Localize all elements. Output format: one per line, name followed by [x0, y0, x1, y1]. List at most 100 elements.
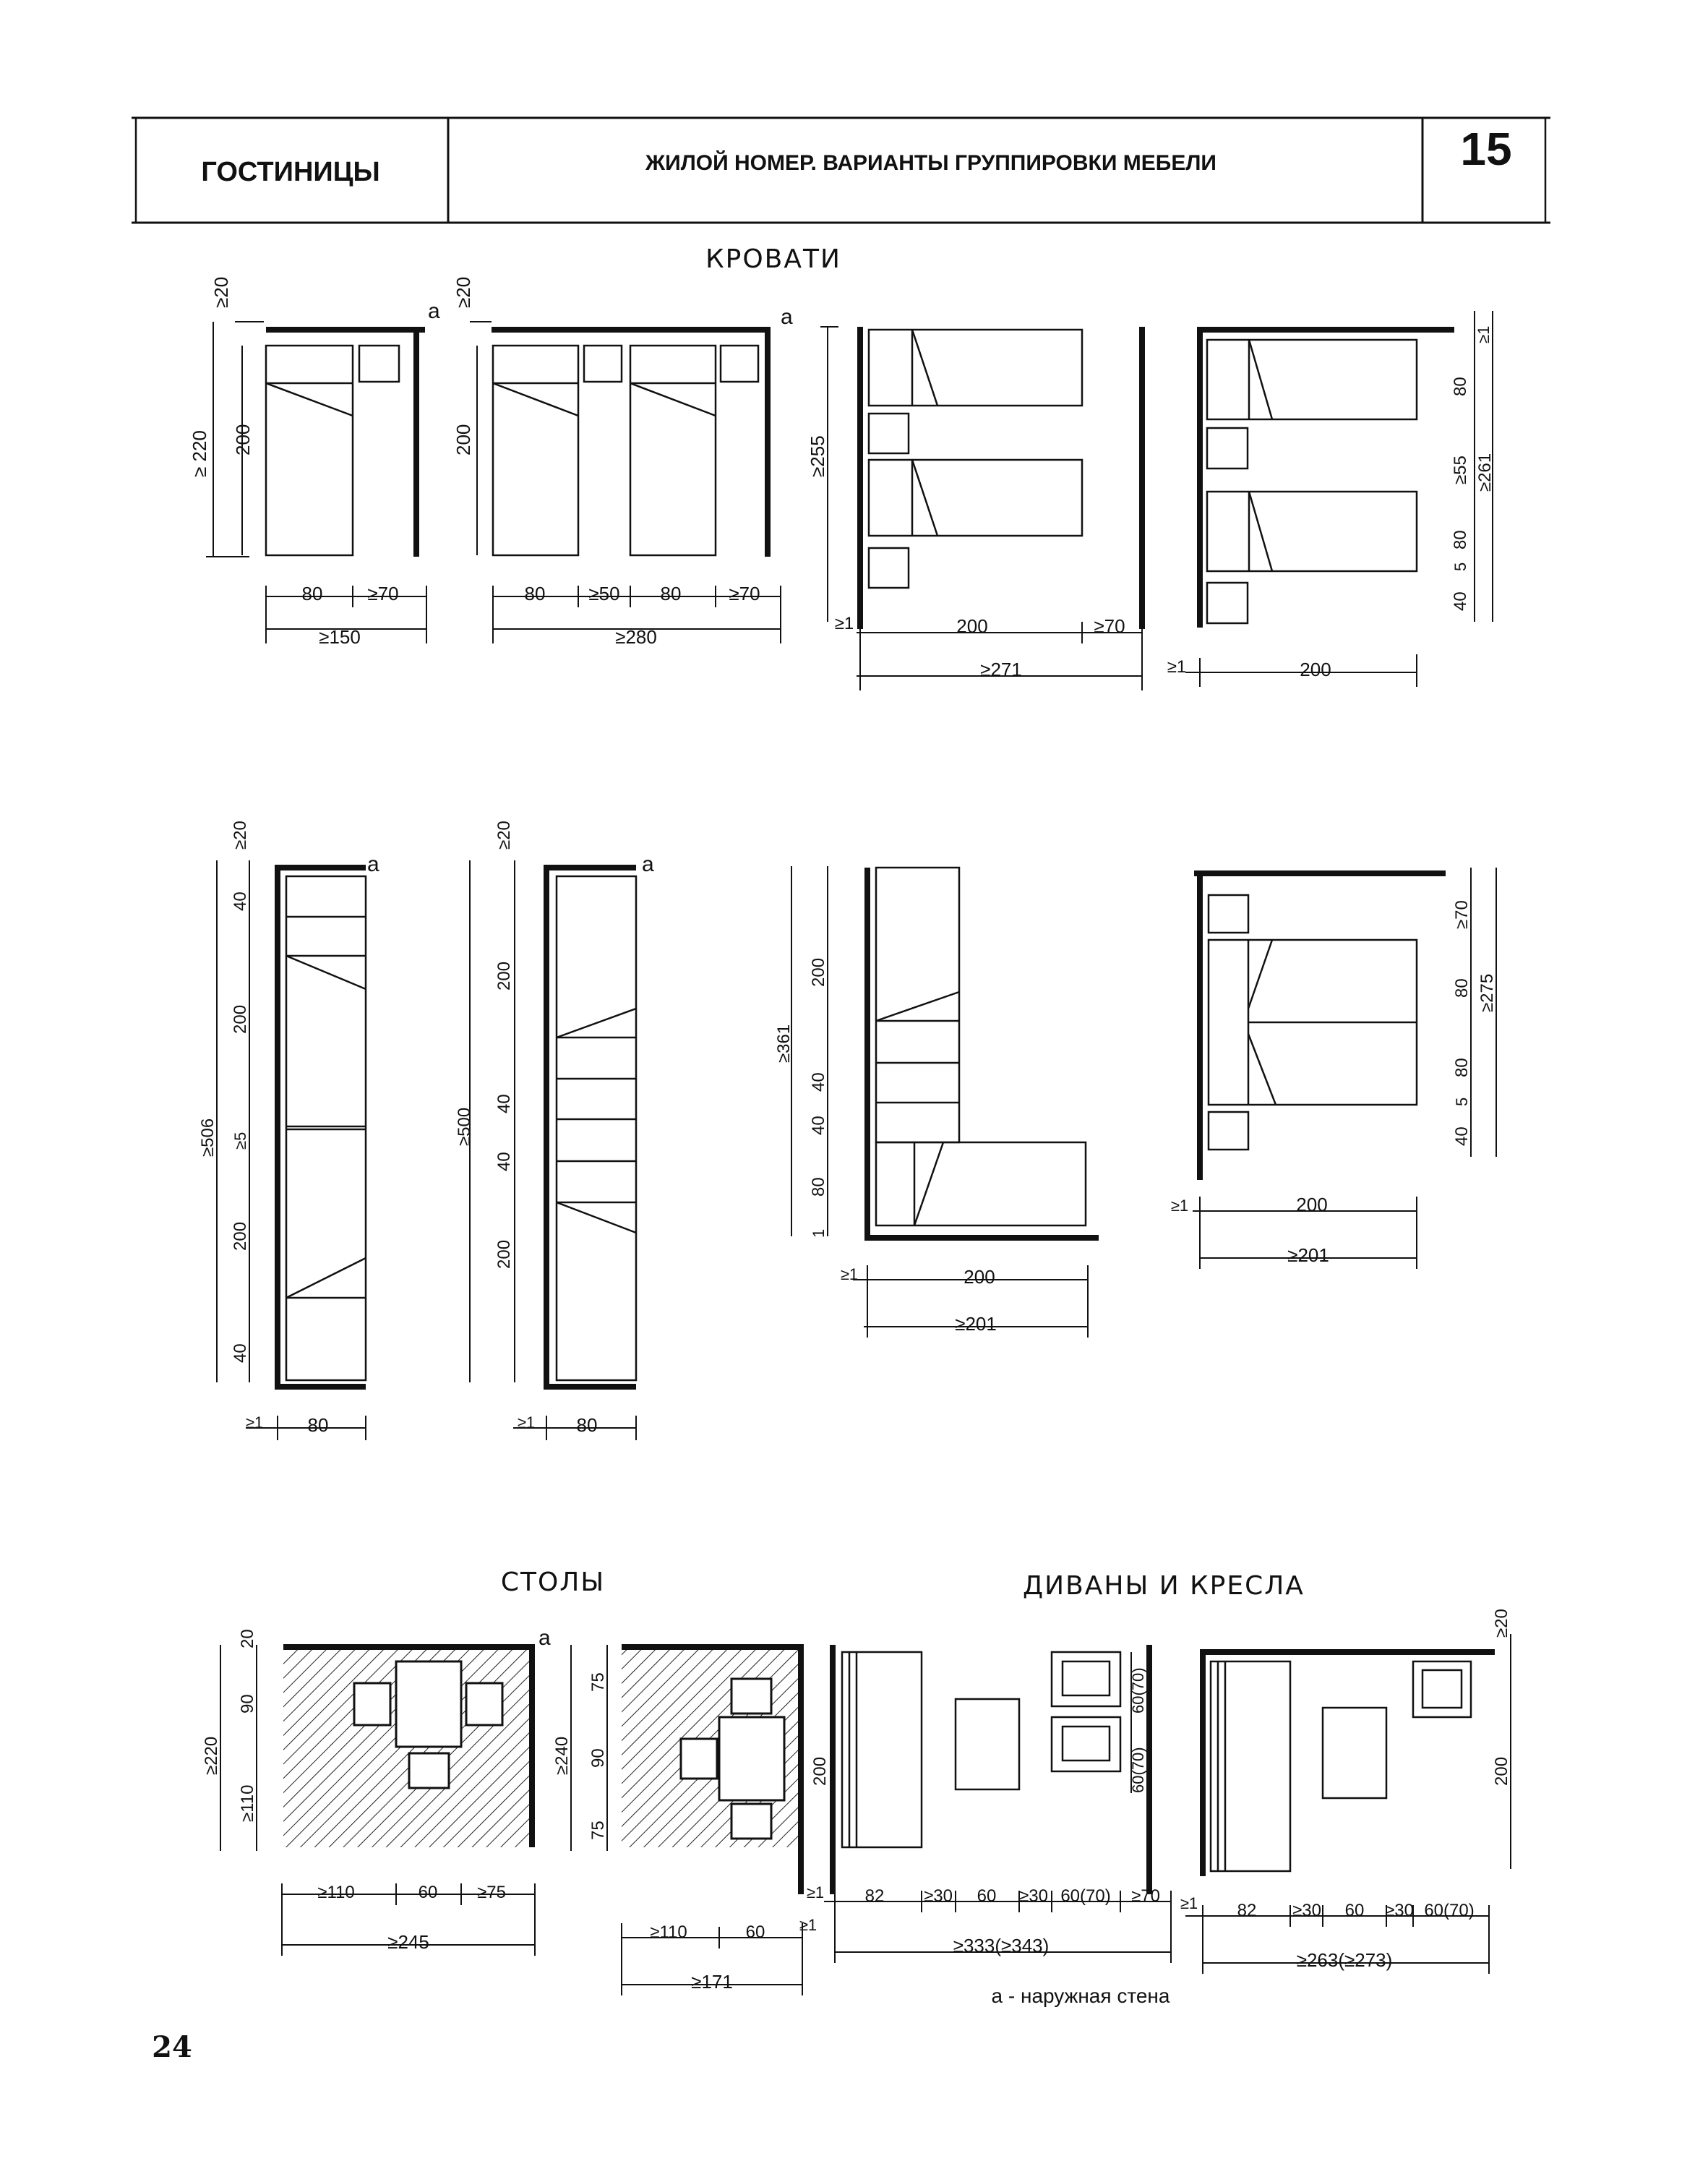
- dim-label: 80: [809, 1177, 828, 1197]
- dim-label: ≥20: [1492, 1609, 1511, 1638]
- dim-label: ≥150: [319, 626, 361, 648]
- dim-label: ≥55: [1451, 455, 1470, 484]
- dim-label: 40: [494, 1152, 514, 1171]
- section-title-beds: КРОВАТИ: [705, 244, 841, 274]
- dim-label: 60(70): [1129, 1667, 1147, 1714]
- dim-label: ≥255: [807, 435, 828, 477]
- section-title-tables: СТОЛЫ: [501, 1567, 605, 1597]
- dim-label: ≥280: [615, 626, 657, 648]
- dim-label: 200: [1492, 1757, 1511, 1786]
- dim-label: 80: [577, 1414, 598, 1436]
- wall-mark: а: [538, 1626, 551, 1650]
- dim-label: 5: [1451, 562, 1469, 571]
- bed-layout-two-beds: ≥20 200 80 ≥50 80 ≥70 ≥280 а: [452, 277, 793, 648]
- dim-label: ≥1: [799, 1916, 817, 1934]
- dim-label: ≥50: [588, 583, 619, 604]
- dim-label: 200: [232, 424, 254, 455]
- dim-label: ≥70: [1094, 615, 1125, 637]
- bed-layout-double: ≥70 80 ≥275 80 5 40 ≥1 200 ≥201: [1171, 868, 1497, 1269]
- wall-mark: а: [367, 852, 379, 876]
- dim-label: ≥263(≥273): [1297, 1949, 1393, 1971]
- dim-label: 90: [588, 1748, 608, 1768]
- dim-label: 80: [1451, 377, 1470, 396]
- dim-label: 80: [1452, 978, 1472, 998]
- dim-label: ≥261: [1475, 453, 1495, 492]
- dim-label: ≥1: [807, 1883, 824, 1901]
- dim-label: 60: [419, 1883, 438, 1902]
- dim-label: ≥1: [518, 1413, 535, 1432]
- dim-label: ≥20: [452, 277, 474, 308]
- header-section: ГОСТИНИЦЫ: [201, 157, 379, 187]
- dim-label: ≥1: [841, 1265, 858, 1283]
- dim-label: 200: [809, 958, 828, 987]
- dim-label: 40: [809, 1116, 828, 1135]
- header-title: ЖИЛОЙ НОМЕР. ВАРИАНТЫ ГРУППИРОВКИ МЕБЕЛИ: [645, 150, 1216, 175]
- dim-label: 40: [809, 1072, 828, 1092]
- dim-label: ≥20: [210, 277, 232, 308]
- dim-label: ≥275: [1477, 974, 1497, 1012]
- dim-label: 82: [865, 1886, 885, 1906]
- dim-label: 200: [231, 1222, 250, 1251]
- dim-label: 40: [1452, 1126, 1472, 1146]
- dim-label: ≥70: [1452, 900, 1472, 929]
- dim-label: 200: [494, 1240, 514, 1269]
- bed-layout-vertical-with-gap: а ≥20 40 200 ≥506 ≥5 200 40 ≥1 80: [198, 821, 379, 1440]
- bed-layout-parallel-with-tables: 80 ≥1 ≥55 ≥261 80 5 40 ≥1 200: [1167, 311, 1495, 687]
- dim-label: ≥30: [1019, 1886, 1048, 1906]
- dim-label: ≥361: [774, 1024, 794, 1063]
- page-number: 24: [152, 2030, 192, 2064]
- dim-label: 5: [1453, 1098, 1471, 1106]
- dim-label: 75: [588, 1672, 608, 1692]
- dim-label: 90: [238, 1694, 257, 1714]
- bed-layout-vertical-tight: а ≥20 200 ≥500 40 40 200 ≥1 80: [455, 821, 654, 1440]
- sofa-layout-1: 60(70) 60(70) 200 ≥1 82 ≥30 60 ≥30 60(70…: [807, 1645, 1172, 1963]
- dim-label: 80: [661, 583, 682, 604]
- dim-label: 40: [231, 1343, 250, 1363]
- dim-label: 20: [238, 1629, 257, 1648]
- dim-label: 80: [302, 583, 323, 604]
- section-title-sofas: ДИВАНЫ И КРЕСЛА: [1023, 1571, 1305, 1601]
- dim-label: ≥110: [238, 1785, 257, 1822]
- dim-label: 1: [810, 1229, 828, 1238]
- bed-layout-parallel: ≥255 ≥1 200 ≥70 ≥271: [807, 326, 1145, 690]
- dim-label: 60(70): [1129, 1747, 1147, 1793]
- dim-label: 60: [1345, 1901, 1365, 1920]
- dim-label: ≥240: [552, 1737, 572, 1775]
- dim-label: ≥245: [387, 1931, 429, 1953]
- dim-label: 60: [746, 1922, 765, 1942]
- bed-layout-single: ≥20 ≥ 220 200 80 ≥70 ≥150 а: [189, 277, 440, 648]
- dim-label: 80: [1452, 1058, 1472, 1077]
- wall-mark: а: [781, 305, 793, 329]
- dim-label: 40: [494, 1094, 514, 1113]
- dim-label: ≥1: [1171, 1197, 1188, 1215]
- dim-label: ≥70: [367, 583, 398, 604]
- dim-label: ≥20: [494, 821, 514, 850]
- dim-label: 40: [1451, 591, 1470, 611]
- wall-mark: а: [428, 299, 440, 323]
- dim-label: 200: [231, 1005, 250, 1034]
- dim-label: ≥5: [231, 1132, 249, 1150]
- dim-label: 40: [231, 891, 250, 911]
- dim-label: ≥171: [691, 1971, 733, 1993]
- dim-label: ≥1: [1475, 326, 1493, 343]
- dim-label: ≥70: [1131, 1886, 1160, 1906]
- dim-label: ≥20: [231, 821, 250, 850]
- dim-label: ≥30: [924, 1886, 953, 1906]
- dim-label: ≥500: [455, 1108, 474, 1146]
- dim-label: ≥75: [477, 1883, 506, 1902]
- dim-label: 82: [1237, 1901, 1257, 1920]
- dim-label: 200: [956, 615, 987, 637]
- dim-label: ≥1: [1167, 657, 1187, 677]
- dim-label: 200: [1300, 659, 1331, 680]
- header-sheet-number: 15: [1460, 123, 1511, 175]
- bed-layout-corner-l: 200 ≥361 40 40 80 1 ≥1 200 ≥201: [774, 866, 1099, 1338]
- dim-label: 200: [452, 424, 474, 455]
- dim-label: ≥30: [1292, 1901, 1321, 1920]
- dim-label: 200: [964, 1266, 995, 1288]
- dim-label: ≥220: [202, 1737, 221, 1775]
- dim-label: ≥201: [1287, 1244, 1329, 1266]
- dim-label: ≥201: [955, 1313, 997, 1335]
- sofa-layout-2: ≥20 200 ≥1 82 ≥30 60 ≥30 60(70) ≥263(≥27…: [1180, 1609, 1511, 1974]
- table-layout-2: 75 ≥240 90 75 ≥110 60 ≥1 ≥171: [552, 1644, 817, 1995]
